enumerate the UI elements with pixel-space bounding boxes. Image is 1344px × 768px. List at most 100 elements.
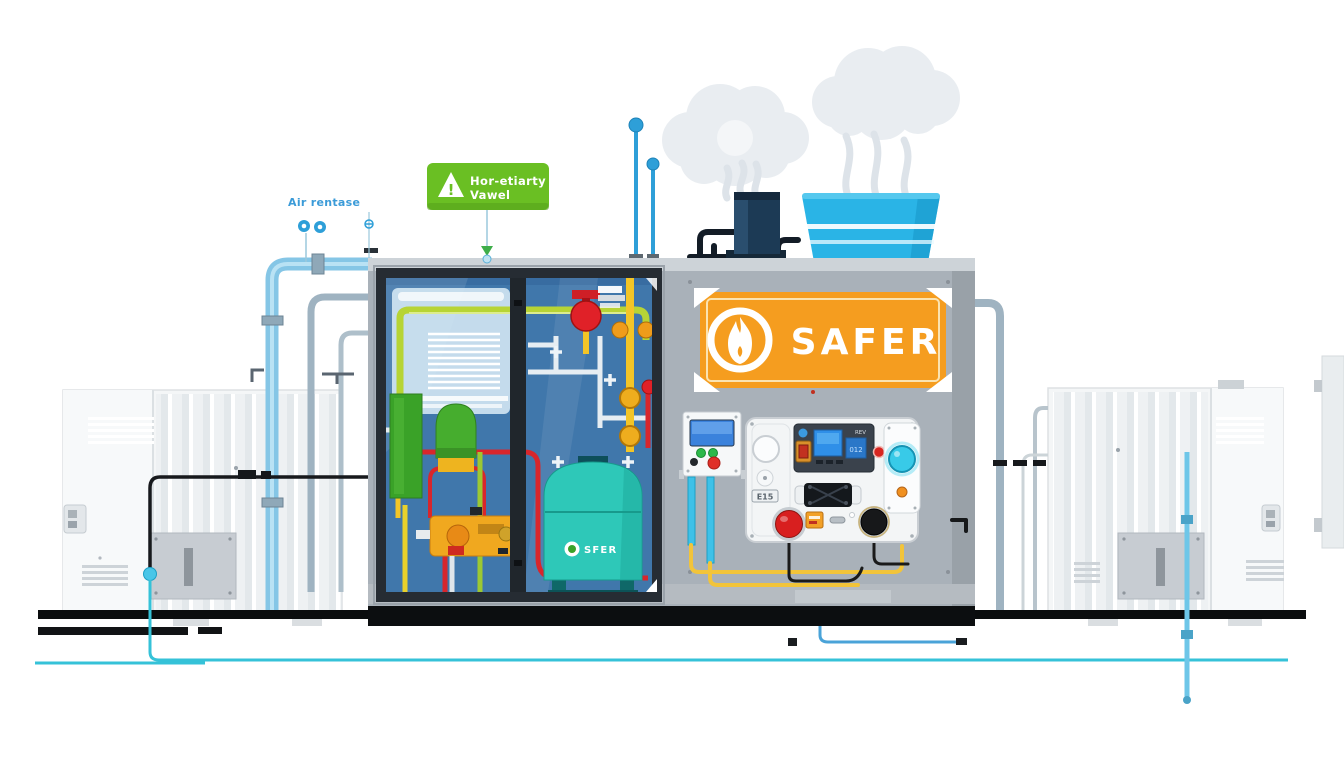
connector-block xyxy=(794,483,862,507)
pump-manifold xyxy=(416,507,519,557)
black-button-small[interactable] xyxy=(690,458,698,466)
emergency-red-button[interactable] xyxy=(775,510,803,538)
arrow-down-icon xyxy=(481,246,493,256)
pipe-cap xyxy=(956,638,967,645)
brass-ball-valve[interactable] xyxy=(619,387,641,409)
cyan-conduit xyxy=(706,476,715,564)
heat-exchanger xyxy=(392,288,510,414)
glass-corner-glint xyxy=(646,579,657,592)
orange-indicator xyxy=(896,486,908,498)
tank-logo-text: SFER xyxy=(584,545,617,556)
green-button[interactable] xyxy=(696,448,706,458)
control-knob[interactable] xyxy=(752,435,780,463)
banner-corner-bracket xyxy=(926,288,952,308)
chimney-steam-cloud xyxy=(662,84,809,186)
keypad-key[interactable] xyxy=(826,460,833,464)
glass-mullion xyxy=(510,270,526,600)
cyan-conduit xyxy=(687,476,696,546)
id-chip xyxy=(751,489,779,503)
glass-frame xyxy=(376,268,662,602)
air-vent-callout: Air rentase xyxy=(288,196,374,262)
expansion-tank: SFER xyxy=(543,456,643,598)
right-cabinet-access-panel[interactable] xyxy=(1117,532,1205,600)
banner-corner-bracket xyxy=(926,372,952,392)
right-cabinet-handle[interactable] xyxy=(1261,504,1281,532)
pipe-collar xyxy=(1181,515,1193,524)
green-button[interactable] xyxy=(708,448,718,458)
banner-text: SAFER xyxy=(791,322,942,363)
right-cabinet-bottom-vents xyxy=(1074,560,1284,583)
machine: SFER SAFER xyxy=(364,248,975,626)
external-piping xyxy=(35,253,1288,704)
safer-banner: SAFER xyxy=(694,288,952,394)
callouts: ! Hor-etiarty Vawel Air rentase xyxy=(288,163,549,264)
warning-label-plate xyxy=(427,163,549,210)
warning-label-line1: Hor-etiarty xyxy=(470,174,546,188)
warning-callout[interactable]: ! Hor-etiarty Vawel xyxy=(427,163,549,264)
cross-fittings xyxy=(550,346,634,468)
main-control-panel: E15 REV 012 xyxy=(745,417,921,543)
warning-triangle-icon xyxy=(438,172,464,197)
banner-corner-bracket xyxy=(694,288,720,308)
pump-dial[interactable] xyxy=(446,524,470,548)
warning-mark: ! xyxy=(448,181,455,199)
red-main-valve[interactable] xyxy=(570,286,625,332)
blue-supply-pipe-highlight xyxy=(270,262,372,610)
pipe-flange xyxy=(261,315,284,326)
keypad-key[interactable] xyxy=(816,460,823,464)
display-cluster: REV 012 xyxy=(793,423,875,473)
keypad-key[interactable] xyxy=(836,460,843,464)
pipe-cap xyxy=(1183,696,1191,704)
left-cabinet-foot xyxy=(292,615,322,626)
banner-corner-bracket xyxy=(694,372,720,392)
left-cabinet-handle[interactable] xyxy=(63,504,87,534)
id-chip-label: E15 xyxy=(757,493,774,502)
cyan-glow-button[interactable] xyxy=(888,445,916,473)
right-sub-panel xyxy=(883,422,921,514)
brass-fitting xyxy=(637,321,655,339)
tub-steam-wisps xyxy=(842,130,912,202)
pipe-tee-fitting xyxy=(322,372,354,384)
cable-plug xyxy=(261,471,271,479)
panel-slot-handle[interactable] xyxy=(184,548,193,586)
left-cabinet-access-panel[interactable] xyxy=(149,532,237,600)
lcd-screen-2[interactable] xyxy=(845,437,867,459)
antenna-rods xyxy=(628,117,660,260)
power-cable-left xyxy=(148,475,372,568)
thin-pipe-right-1 xyxy=(1033,406,1048,610)
right-cabinet-top-tab xyxy=(1218,380,1244,389)
cyan-valve[interactable] xyxy=(143,567,157,581)
left-cabinet-bottom-vent xyxy=(82,565,128,586)
black-button[interactable] xyxy=(860,508,888,536)
machine-top-edge xyxy=(368,258,975,271)
pipe-flange xyxy=(311,253,325,275)
right-cabinet-foot xyxy=(1088,615,1118,626)
glass-reflection xyxy=(524,278,598,592)
right-cabinet xyxy=(1047,380,1284,626)
cyan-underground-pipe xyxy=(148,580,1288,662)
warning-label-line2: Vawel xyxy=(470,188,510,202)
display-caption: REV xyxy=(855,430,866,436)
pipe-bracket xyxy=(250,368,264,382)
cable-plug xyxy=(238,470,256,479)
brass-ball-valve[interactable] xyxy=(619,425,641,447)
gray-pipe-right xyxy=(965,299,1004,610)
pipe-collar xyxy=(1181,630,1193,639)
gray-pipe-left-2 xyxy=(338,330,372,592)
status-led xyxy=(798,428,808,438)
left-cabinet-top-vent xyxy=(88,417,154,444)
pump-tag xyxy=(448,546,464,555)
brass-fitting xyxy=(611,321,629,339)
fuse-holder xyxy=(829,516,846,524)
machine-rooftop xyxy=(628,117,940,264)
panel-slot-handle[interactable] xyxy=(1156,548,1165,586)
chimney xyxy=(726,192,786,264)
display-digits: 012 xyxy=(849,446,862,454)
red-button-small[interactable] xyxy=(707,456,721,470)
gray-pipe-left-1 xyxy=(307,293,372,592)
pipe-cap xyxy=(788,638,797,646)
right-edge-equipment xyxy=(1314,355,1344,549)
right-cabinet-foot xyxy=(1228,615,1262,626)
